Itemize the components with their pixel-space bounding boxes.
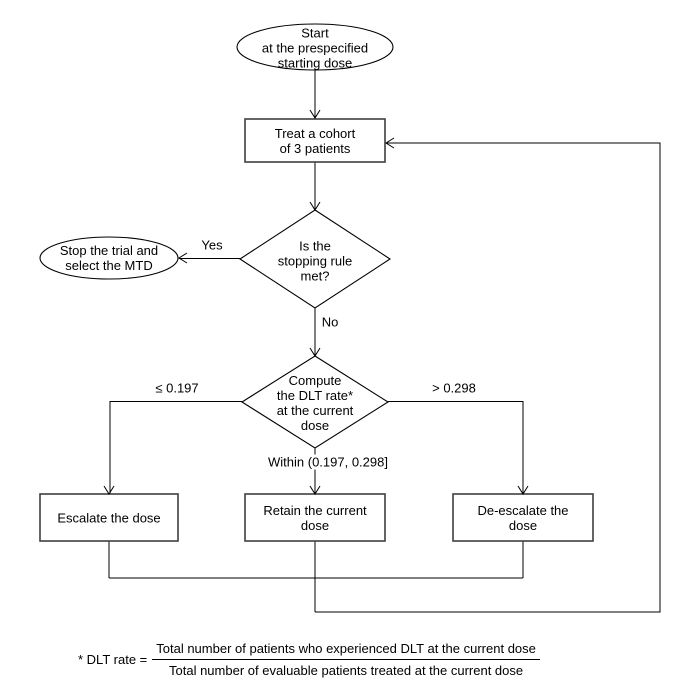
escalate-box-shape	[39, 493, 179, 542]
fraction-denominator: Total number of evaluable patients treat…	[152, 659, 540, 678]
start-node-label: Start at the prespecified starting dose	[261, 25, 369, 71]
retain-box-shape	[244, 493, 386, 542]
start-ellipse-shape	[236, 23, 394, 71]
stop-trial-label: Stop the trial and select the MTD	[59, 243, 159, 273]
deescalate-box-shape	[452, 493, 594, 542]
yes-branch-label: Yes	[201, 237, 223, 253]
retain-label: Retain the current dose	[263, 503, 367, 533]
stopping-diamond-shape	[238, 209, 392, 309]
branch-low-label: ≤ 0.197	[155, 380, 199, 396]
footnote-prefix: * DLT rate =	[78, 652, 148, 667]
arrowheads	[103, 109, 529, 495]
connector-lines	[108, 70, 661, 613]
stop-trial-ellipse-shape	[39, 236, 179, 280]
stopping-rule-label: Is the stopping rule met?	[277, 238, 353, 284]
compute-diamond-shape	[240, 355, 390, 449]
treat-cohort-label: Treat a cohort of 3 patients	[274, 126, 356, 156]
treat-box-shape	[244, 118, 386, 163]
deescalate-label: De-escalate the dose	[477, 503, 569, 533]
branch-within-label: Within (0.197, 0.298]	[265, 454, 391, 470]
no-branch-label: No	[321, 314, 339, 330]
fraction-numerator: Total number of patients who experienced…	[156, 641, 536, 656]
dlt-rate-footnote: * DLT rate = Total number of patients wh…	[78, 641, 540, 678]
escalate-label: Escalate the dose	[57, 510, 161, 526]
compute-dlt-label: Compute the DLT rate* at the current dos…	[276, 373, 354, 433]
dlt-rate-fraction: Total number of patients who experienced…	[152, 641, 540, 678]
branch-high-label: > 0.298	[432, 380, 476, 396]
